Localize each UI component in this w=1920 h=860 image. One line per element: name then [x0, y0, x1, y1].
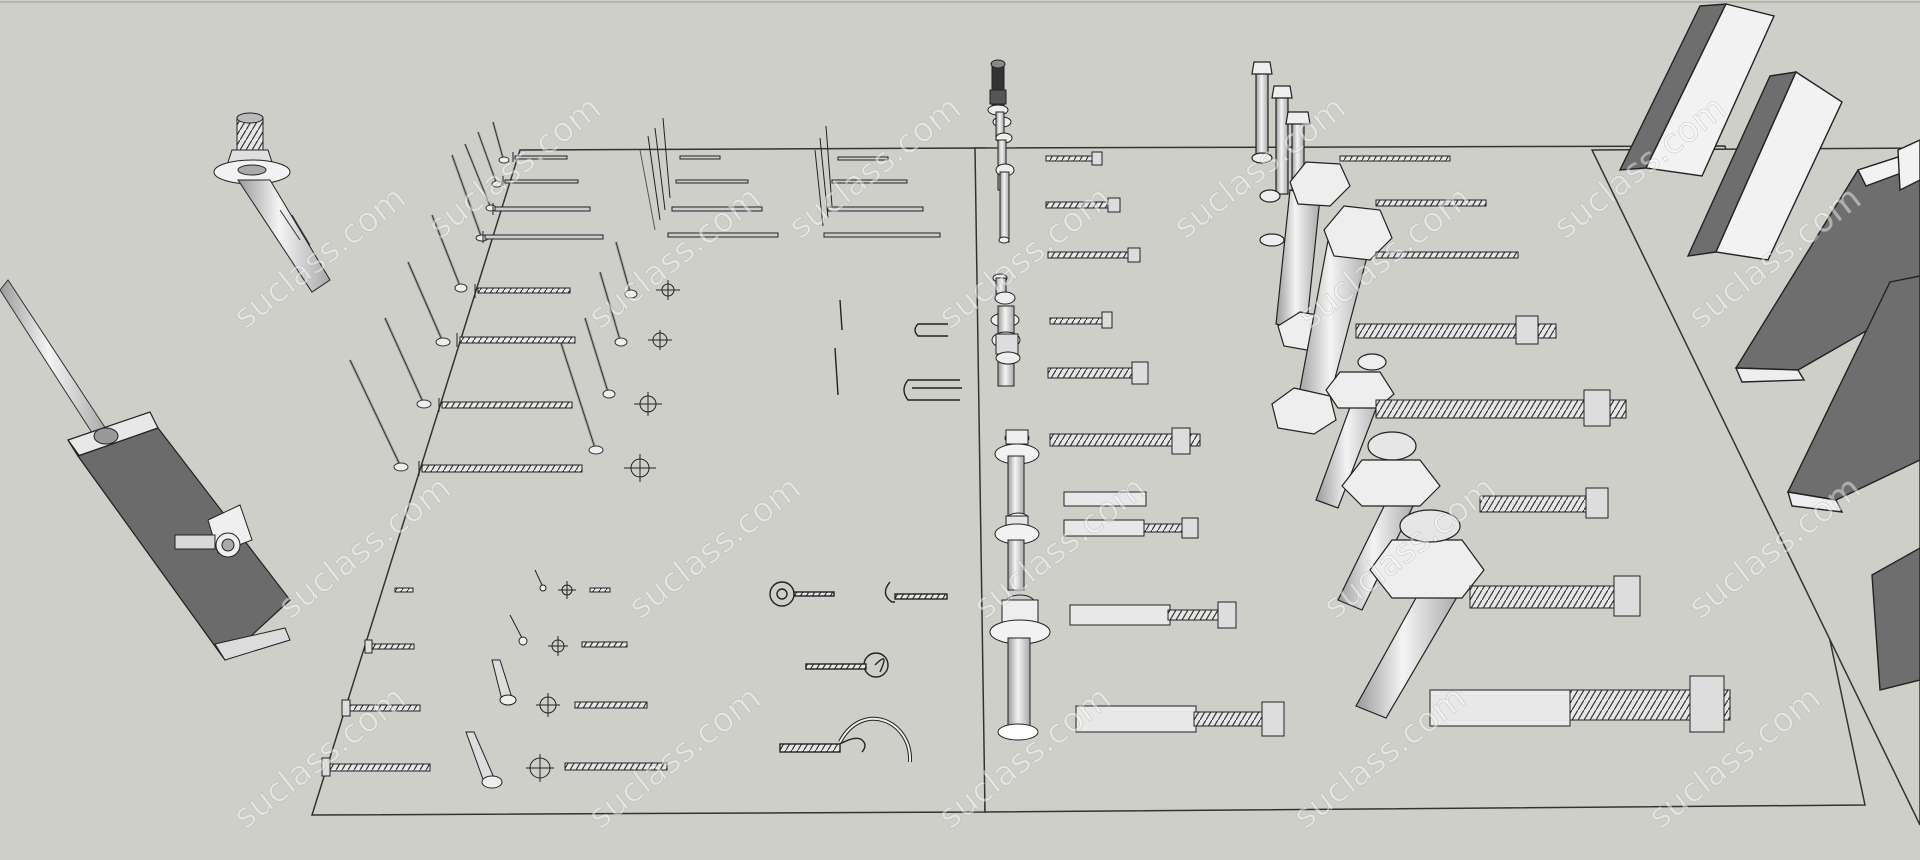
horizontal-bolts — [1045, 151, 1285, 737]
left-plate — [310, 147, 986, 816]
staples — [834, 299, 962, 401]
nail — [348, 359, 409, 472]
channel-steel — [1786, 275, 1920, 513]
nail — [383, 317, 432, 409]
nail-horizontal — [492, 203, 591, 215]
nail — [430, 214, 468, 293]
nail — [614, 241, 638, 299]
nail-horizontal — [512, 152, 568, 162]
nail-horizontal — [482, 231, 604, 243]
angle-steel — [1686, 70, 1843, 261]
threaded-rod-hanger — [0, 279, 291, 661]
lying-nails — [482, 117, 941, 243]
large-hex-bolt — [1271, 205, 1393, 435]
anchor-bolt — [1315, 353, 1395, 509]
standing-hex-bolts — [1251, 61, 1485, 719]
nail-horizontal — [675, 179, 749, 184]
nail — [476, 131, 503, 188]
nail — [491, 121, 510, 164]
nail-horizontal — [837, 156, 889, 161]
steel-block — [1871, 547, 1920, 691]
nail-horizontal — [827, 206, 924, 212]
nail-horizontal — [502, 176, 579, 186]
nail — [558, 339, 604, 455]
twisted-nails — [418, 284, 583, 476]
nail — [463, 143, 497, 212]
wood-screws — [321, 569, 668, 789]
standing-nails — [348, 121, 638, 472]
vertical-bolts-column — [987, 59, 1051, 741]
nail — [450, 154, 489, 242]
steel-profiles — [1618, 3, 1920, 691]
thin-bolt — [1251, 61, 1273, 164]
nail — [406, 261, 451, 347]
nail-horizontal — [831, 179, 908, 184]
nail — [598, 271, 628, 347]
anchor-bolt — [1355, 509, 1485, 719]
anchor-bolt — [1337, 431, 1441, 611]
threaded-rods-horizontal — [1339, 155, 1731, 733]
nail-horizontal — [679, 155, 721, 160]
angle-steel — [1618, 3, 1775, 177]
nail-horizontal — [671, 206, 763, 212]
nail-horizontal — [667, 232, 779, 238]
wedge-anchor-bolt — [213, 112, 331, 293]
large-hex-bolt — [1275, 161, 1351, 353]
nail — [583, 317, 616, 399]
crosshair-markers — [624, 280, 680, 482]
hook-screws — [769, 581, 948, 763]
thin-bolt — [1259, 85, 1293, 203]
nail-horizontal — [823, 232, 941, 238]
